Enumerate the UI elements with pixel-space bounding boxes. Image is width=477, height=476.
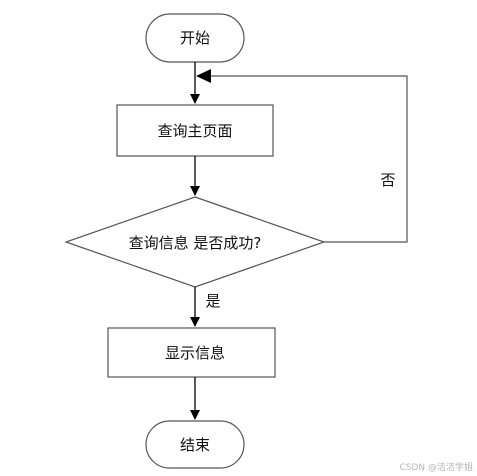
show-info-node xyxy=(107,327,276,378)
watermark-text: CSDN @洁洁学姐 xyxy=(399,461,473,473)
query-home-node xyxy=(116,104,274,157)
no-loop-path xyxy=(211,75,408,243)
start-node-label: 开始 xyxy=(180,29,210,47)
show-info-node-label: 显示信息 xyxy=(165,344,225,362)
end-node-label: 结束 xyxy=(180,436,210,454)
yes-edge-label: 是 xyxy=(205,292,220,310)
end-node xyxy=(145,420,245,469)
decision-node-label: 查询信息 是否成功? xyxy=(129,234,262,252)
loop-back-arrowhead xyxy=(196,69,211,83)
no-edge-label: 否 xyxy=(380,171,395,189)
query-home-node-label: 查询主页面 xyxy=(157,122,232,140)
